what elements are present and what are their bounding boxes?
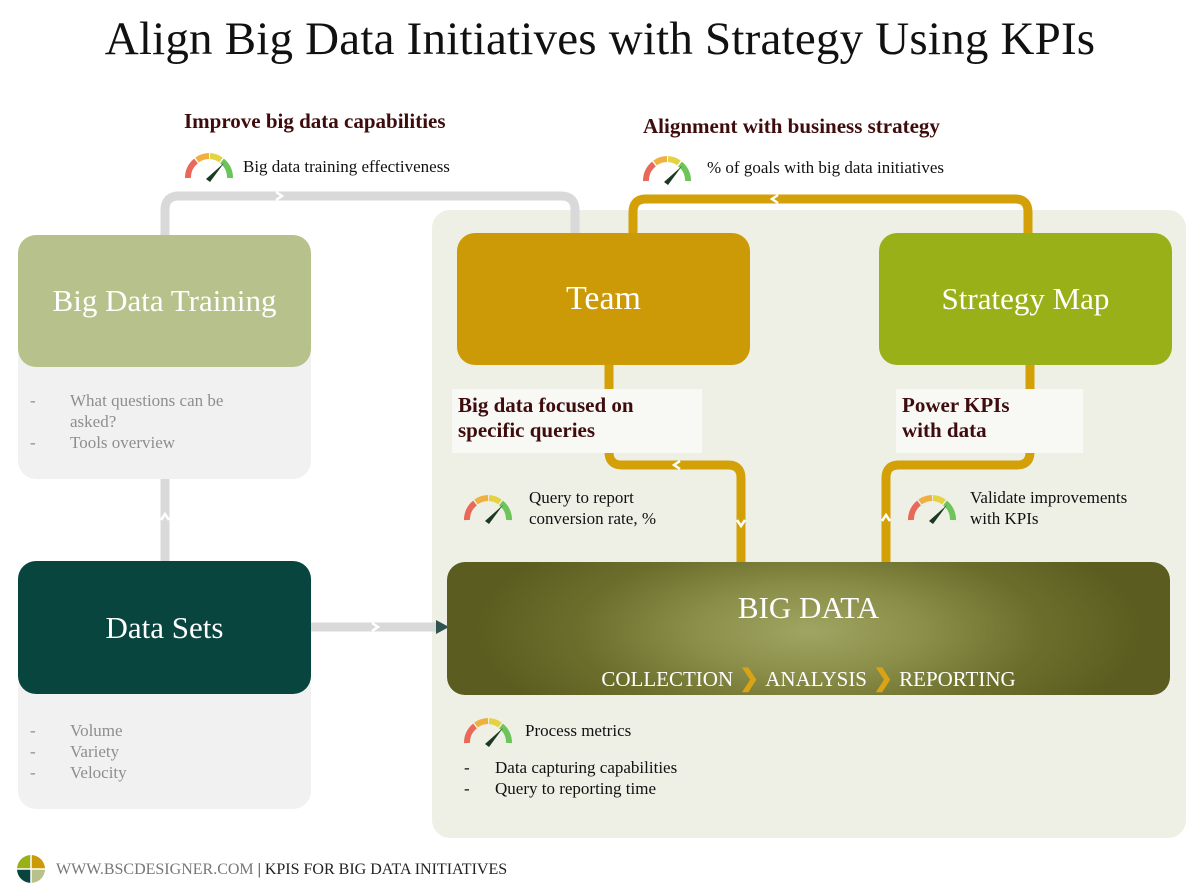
process-items-list: Data capturing capabilities Query to rep… xyxy=(452,757,852,799)
list-item: Query to reporting time xyxy=(452,778,852,799)
kpi-line: Query to report xyxy=(529,488,634,507)
gauge-icon xyxy=(185,153,233,182)
list-item: What questions can be asked? xyxy=(18,390,268,432)
bscdesigner-logo-icon xyxy=(16,854,46,884)
kpi-training-effectiveness: Big data training effectiveness xyxy=(243,157,450,176)
big-data-steps: COLLECTION❯ANALYSIS❯REPORTING xyxy=(447,663,1170,695)
list-item: Variety xyxy=(18,741,268,762)
label-line: with data xyxy=(902,418,987,442)
footer-tagline: KPIS FOR BIG DATA INITIATIVES xyxy=(264,861,508,878)
label-power-kpis: Power KPIs with data xyxy=(896,389,1083,453)
page-title: Align Big Data Initiatives with Strategy… xyxy=(104,13,1096,65)
team-label: Team xyxy=(565,280,642,317)
big-data-box: BIG DATA COLLECTION❯ANALYSIS❯REPORTING xyxy=(447,562,1170,695)
step-reporting: REPORTING xyxy=(899,667,1016,691)
arrowhead-bigdata xyxy=(436,620,449,634)
team-box: Team xyxy=(457,233,750,365)
connector-training-team xyxy=(160,191,580,235)
gauge-icon xyxy=(643,156,691,185)
training-items-list: What questions can be asked? Tools overv… xyxy=(18,390,268,453)
gauge-icon xyxy=(908,495,956,524)
strategy-map-box: Strategy Map xyxy=(879,233,1172,365)
data-sets-label: Data Sets xyxy=(105,609,224,645)
footer-site-link[interactable]: WWW.BSCDESIGNER.COM xyxy=(56,861,254,878)
kpi-query-conversion: Query to report conversion rate, % xyxy=(529,487,656,529)
chevron-right-icon: ❯ xyxy=(739,666,760,692)
step-analysis: ANALYSIS xyxy=(765,667,867,691)
kpi-validate-improvements: Validate improvements with KPIs xyxy=(970,487,1127,529)
kpi-line: with KPIs xyxy=(970,509,1039,528)
footer: WWW.BSCDESIGNER.COM | KPIS FOR BIG DATA … xyxy=(56,861,507,879)
data-sets-box: Data Sets xyxy=(18,561,311,694)
footer-separator: | xyxy=(257,861,261,878)
label-specific-queries: Big data focused on specific queries xyxy=(452,389,702,453)
kpi-process-metrics: Process metrics xyxy=(525,721,632,740)
list-item: Volume xyxy=(18,720,268,741)
kpi-line: Validate improvements xyxy=(970,488,1128,507)
connector-bigdata-strategy xyxy=(881,365,1035,562)
label-improve-capabilities: Improve big data capabilities xyxy=(184,109,446,133)
dataset-items-list: Volume Variety Velocity xyxy=(18,720,268,783)
list-item: Velocity xyxy=(18,762,268,783)
label-alignment-strategy: Alignment with business strategy xyxy=(643,114,940,138)
connector-team-strategy xyxy=(628,194,1033,233)
big-data-training-label: Big Data Training xyxy=(52,283,277,318)
gauge-icon xyxy=(464,495,512,524)
step-collection: COLLECTION xyxy=(601,667,734,691)
kpi-goals-percent: % of goals with big data initiatives xyxy=(707,158,945,177)
big-data-training-box: Big Data Training xyxy=(18,235,311,367)
label-line: Big data focused on xyxy=(458,393,634,417)
label-line: specific queries xyxy=(458,418,596,442)
kpi-line: conversion rate, % xyxy=(529,509,656,528)
gauge-icon xyxy=(464,718,512,747)
strategy-map-label: Strategy Map xyxy=(941,281,1110,316)
big-data-title: BIG DATA xyxy=(737,590,880,625)
label-line: Power KPIs xyxy=(902,393,1010,417)
chevron-right-icon: ❯ xyxy=(873,666,894,692)
list-item: Tools overview xyxy=(18,432,268,453)
list-item: Data capturing capabilities xyxy=(452,757,852,778)
